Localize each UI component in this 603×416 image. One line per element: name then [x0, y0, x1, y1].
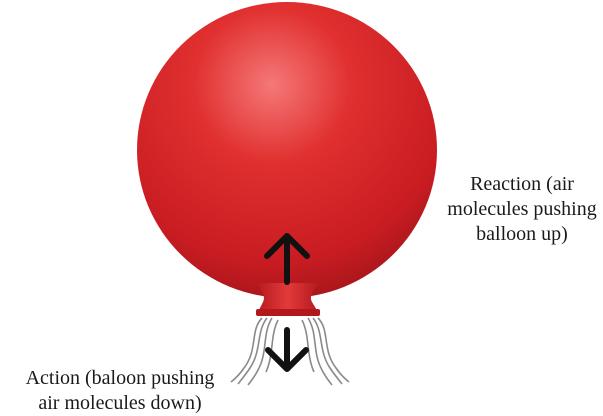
reaction-label-line-3: balloon up): [432, 222, 603, 247]
balloon-neck: [255, 283, 320, 312]
action-label-line-2: air molecules down): [0, 391, 240, 416]
action-label-line-1: Action (baloon pushing: [0, 366, 240, 391]
reaction-label: Reaction (air molecules pushing balloon …: [432, 172, 603, 247]
balloon-neck-rim: [256, 309, 320, 316]
reaction-label-line-2: molecules pushing: [432, 197, 603, 222]
reaction-label-line-1: Reaction (air: [432, 172, 603, 197]
action-label: Action (baloon pushing air molecules dow…: [0, 366, 240, 416]
